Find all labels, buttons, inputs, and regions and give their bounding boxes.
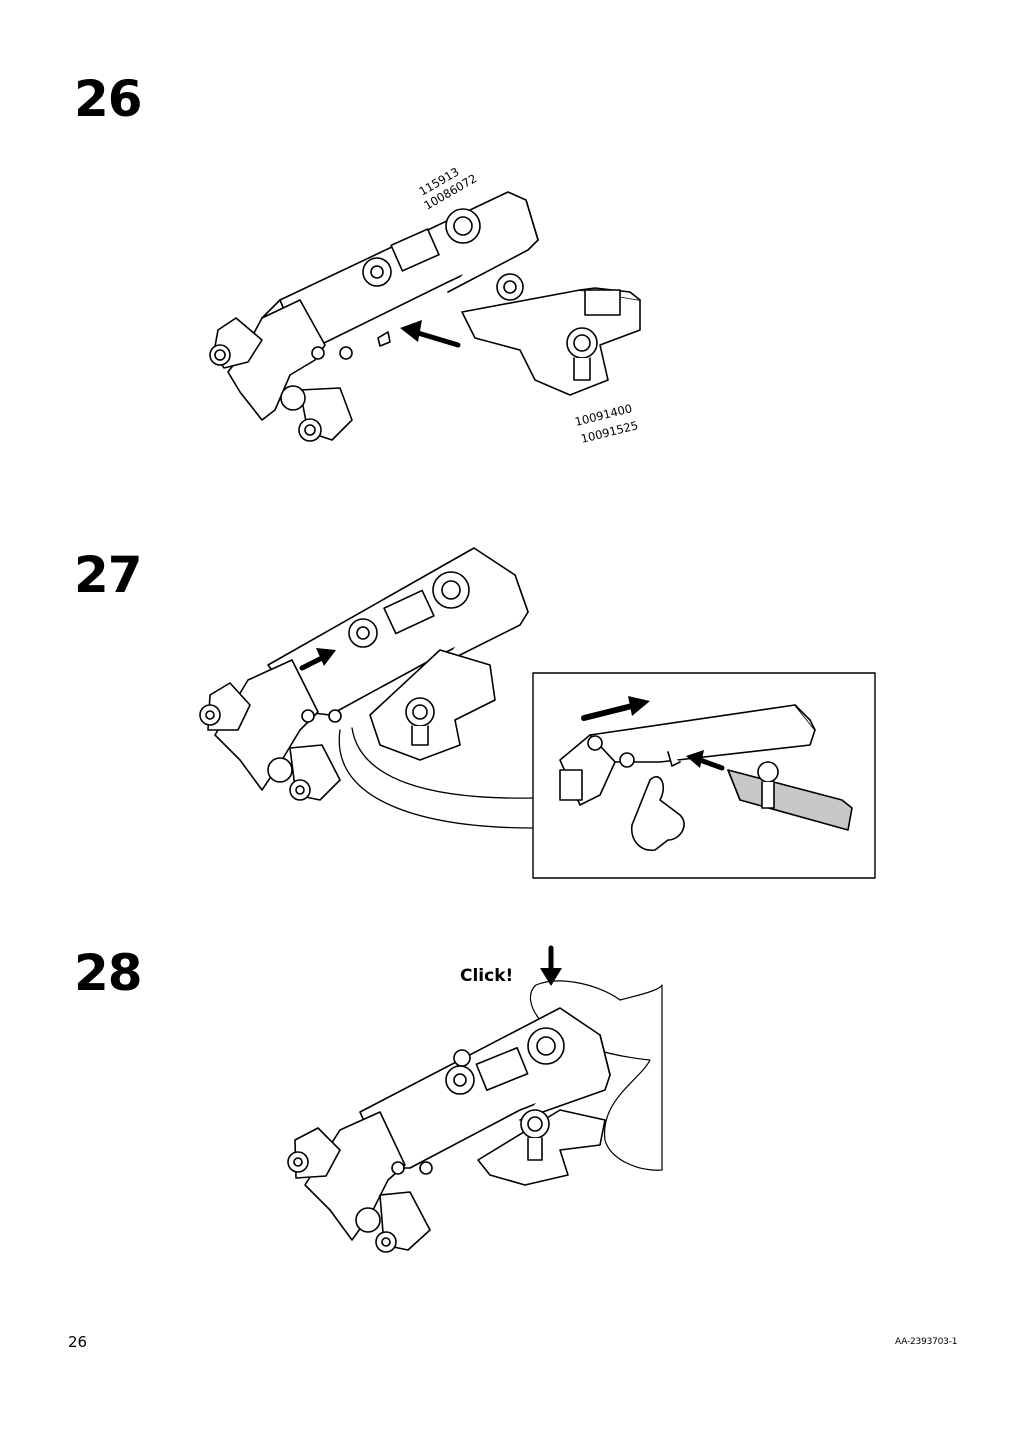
detail-arrow-insert: [697, 757, 725, 771]
mounting-plate-drawing: [461, 273, 641, 396]
page-number: 26: [68, 1333, 88, 1351]
slide-arrow-head: [316, 648, 336, 666]
slide-arrow: [299, 655, 325, 671]
press-arrow-head: [540, 968, 562, 986]
step-27-number: 27: [74, 546, 143, 604]
detail-arrow-slide: [581, 703, 635, 721]
insert-arrow: [415, 330, 461, 348]
hinge-arm-drawing: [199, 547, 529, 801]
click-callout-text: Click!: [460, 966, 513, 986]
document-id: AA-2393703-1: [895, 1337, 958, 1347]
step-28-number: 28: [74, 944, 143, 1002]
step-26-number: 26: [74, 70, 143, 128]
step-27-illustration: [199, 547, 876, 879]
detail-inset-drawing: [559, 704, 853, 851]
hinge-arm-drawing: [287, 1007, 611, 1253]
step-28-illustration: Click!: [287, 945, 663, 1253]
detail-arrow-slide-head: [628, 696, 650, 716]
step-26-illustration: 115913 10086072 10091400 10091525: [209, 165, 641, 446]
hinge-arm-drawing: [209, 191, 539, 442]
detail-arrow-insert-head: [686, 750, 704, 768]
detail-callout-curve-2: [338, 729, 535, 829]
insert-arrow-head: [400, 320, 422, 342]
detail-callout-curve: [351, 727, 535, 799]
detail-inset-box: [532, 672, 876, 879]
